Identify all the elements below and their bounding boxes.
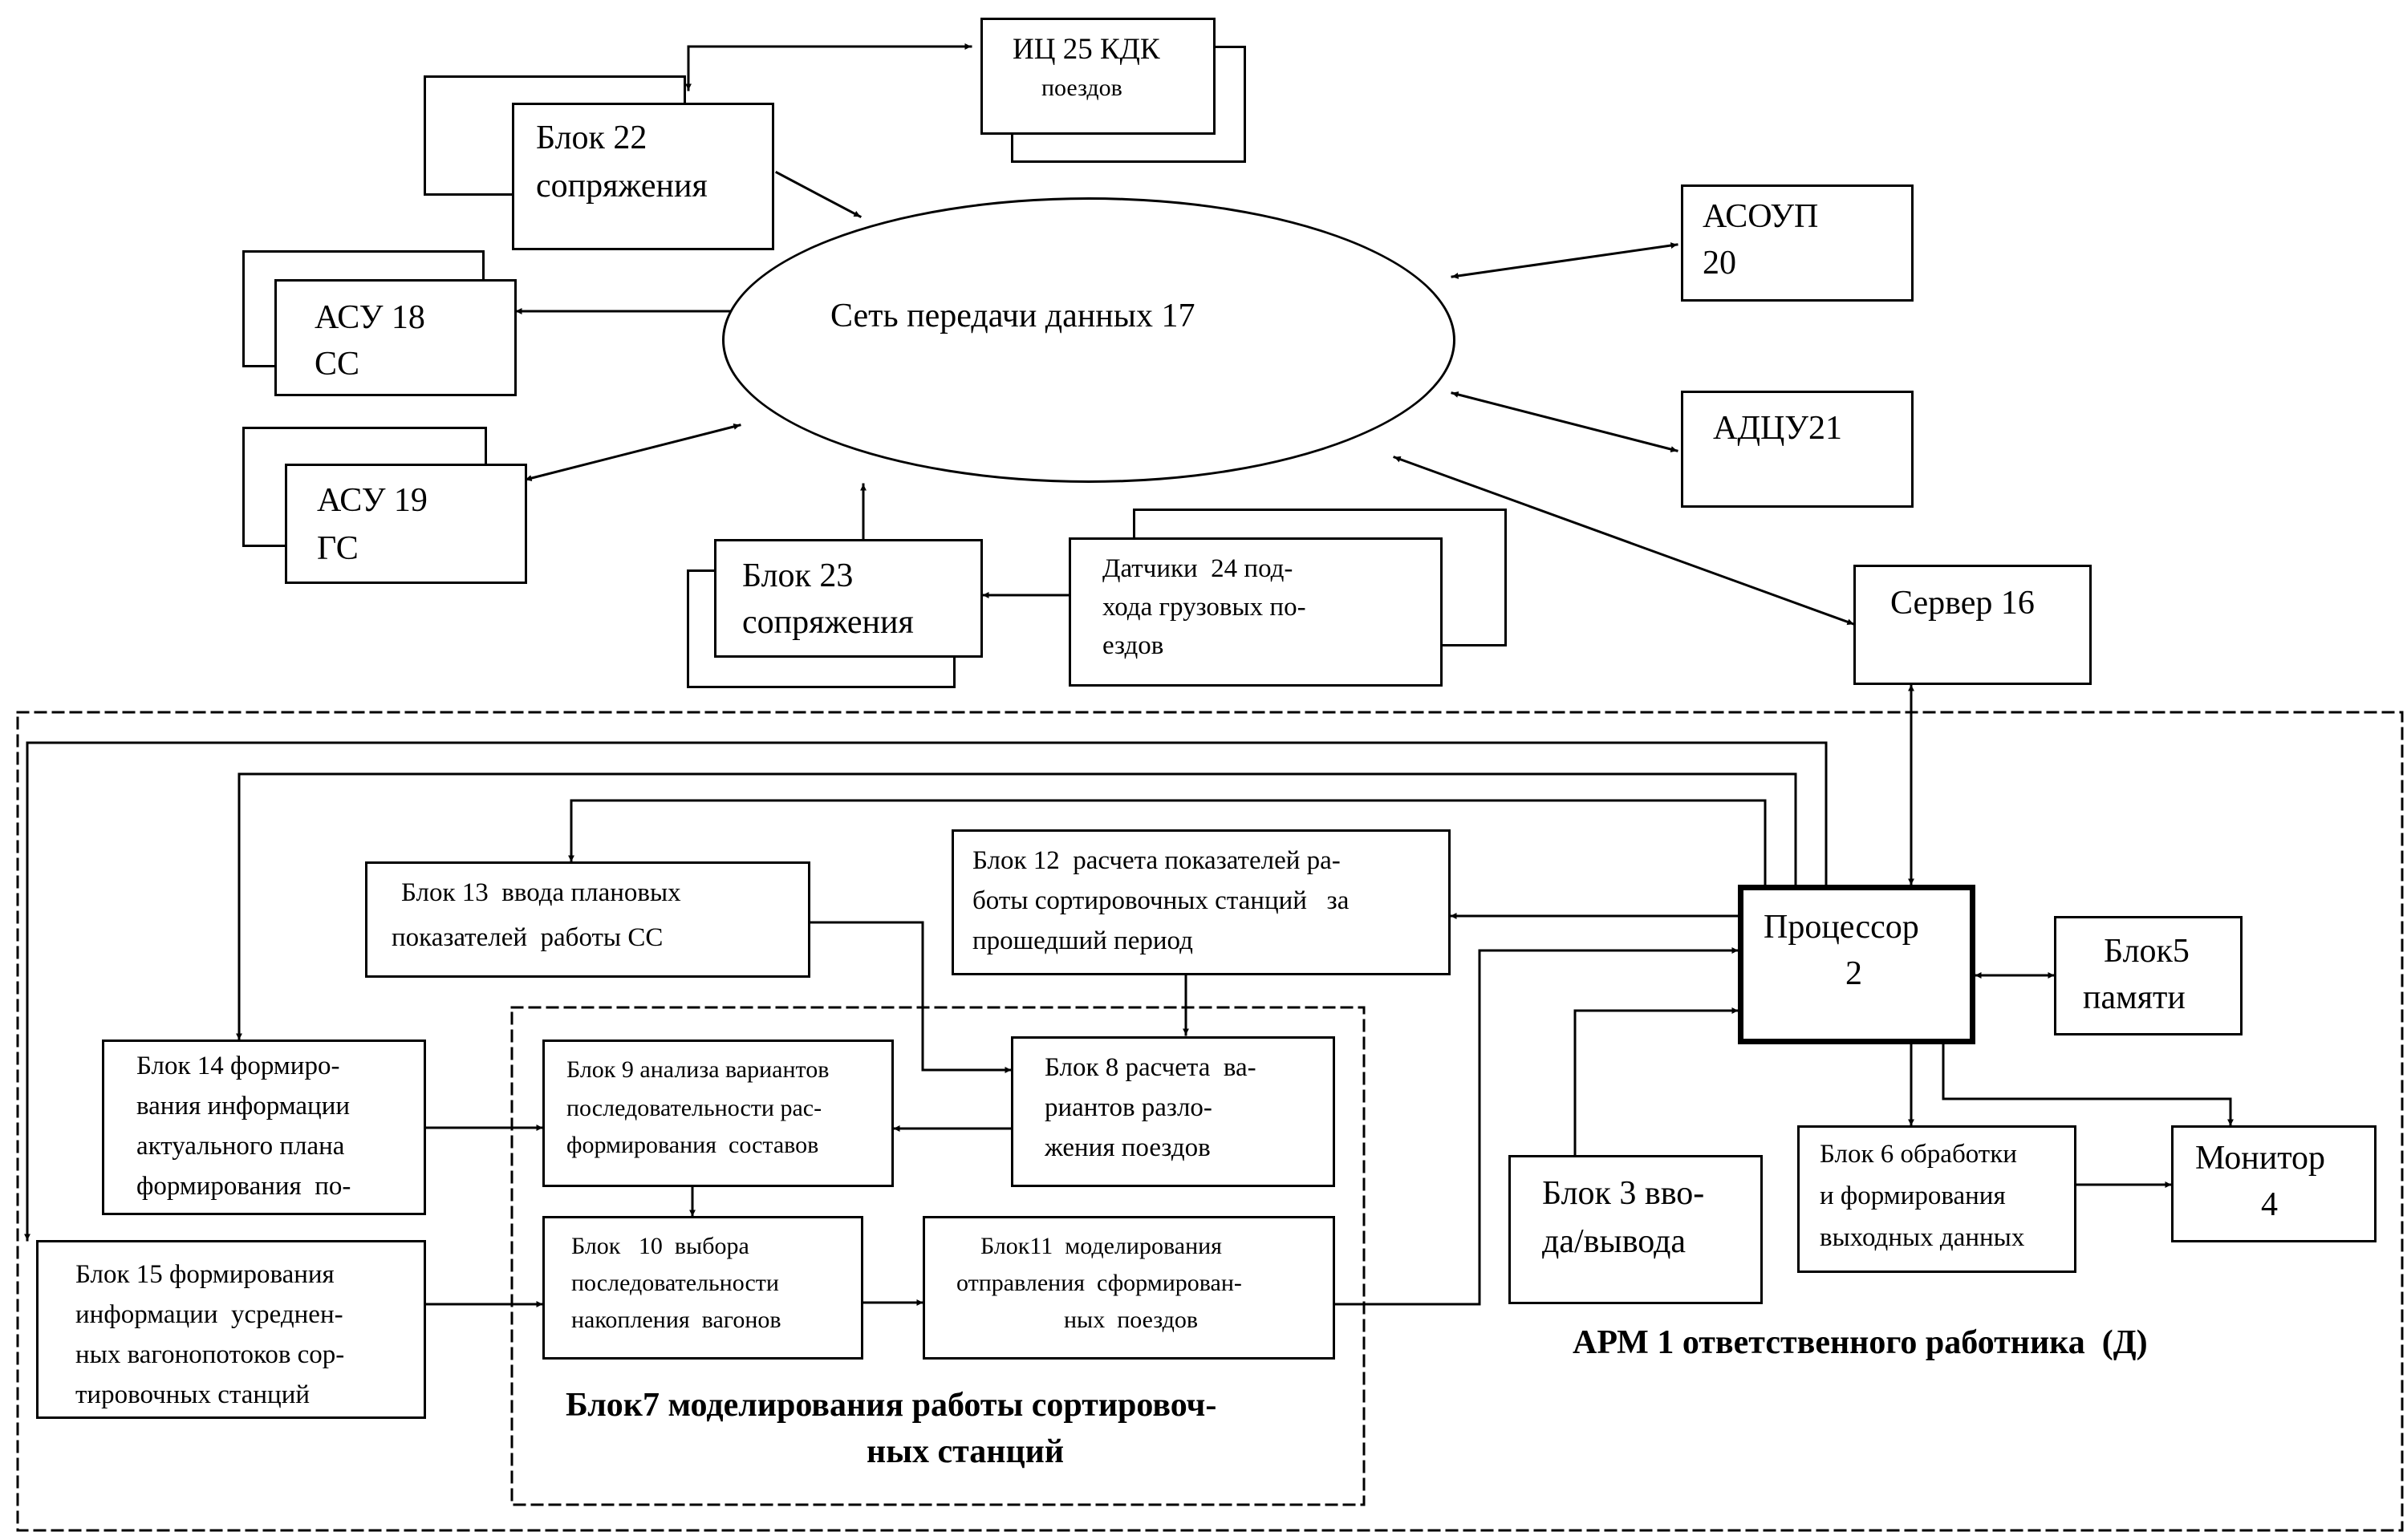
ic25-line2: поездов bbox=[1041, 75, 1122, 101]
sensors-line2: хода грузовых по- bbox=[1102, 593, 1306, 622]
asu18-line1: АСУ 18 bbox=[315, 299, 425, 336]
memory-line1: Блок5 bbox=[2104, 933, 2190, 970]
arrow-b13-b8 bbox=[809, 921, 1013, 1073]
arrow-b22-network bbox=[774, 170, 863, 219]
b14-box bbox=[102, 1040, 426, 1215]
b9-line3: формирования составов bbox=[566, 1132, 819, 1158]
b22-box bbox=[512, 103, 774, 250]
asu19-line2: ГС bbox=[317, 530, 359, 567]
asoup-line1: АСОУП bbox=[1703, 198, 1819, 235]
arrow-asu19-network bbox=[524, 423, 741, 482]
arrow-network-asoup bbox=[1451, 242, 1678, 279]
b15-line1: Блок 15 формирования bbox=[75, 1260, 335, 1289]
b6-line3: выходных данных bbox=[1820, 1223, 2025, 1252]
b3-box bbox=[1508, 1155, 1763, 1304]
b11-line2: отправления сформирован- bbox=[956, 1270, 1242, 1296]
memory-line2: памяти bbox=[2083, 979, 2186, 1016]
arrow-network-adcu bbox=[1451, 391, 1678, 452]
b14-line4: формирования по- bbox=[136, 1172, 351, 1201]
server-box bbox=[1853, 565, 2092, 685]
processor-box bbox=[1738, 885, 1975, 1044]
processor-line1: Процессор bbox=[1764, 909, 1919, 946]
b15-line3: ных вагонопотоков сор- bbox=[75, 1340, 345, 1369]
b12-box bbox=[952, 829, 1451, 975]
asu18-box bbox=[274, 279, 517, 396]
arrow-proc-b13 bbox=[568, 799, 1767, 886]
b12-line3: прошедший период bbox=[972, 926, 1193, 955]
b10-line1: Блок 10 выбора bbox=[571, 1233, 749, 1259]
ic25-box bbox=[980, 18, 1216, 135]
block7-caption-line1: Блок7 моделирования работы сортировоч- bbox=[566, 1387, 1217, 1424]
adcu-line1: АДЦУ21 bbox=[1713, 410, 1843, 447]
server-line1: Сервер 16 bbox=[1890, 585, 2035, 622]
arrow-b3-proc bbox=[1573, 1007, 1739, 1157]
b6-line2: и формирования bbox=[1820, 1181, 2006, 1210]
b14-line3: актуального плана bbox=[136, 1132, 345, 1161]
arrow-proc-monitor bbox=[1942, 1043, 2234, 1127]
network-ellipse bbox=[722, 197, 1455, 483]
b6-box bbox=[1797, 1125, 2076, 1273]
b15-line4: тировочных станций bbox=[75, 1380, 311, 1409]
b22-line1: Блок 22 bbox=[536, 120, 647, 156]
b22-line2: сопряжения bbox=[536, 168, 708, 205]
arm-frame bbox=[16, 711, 2404, 1532]
monitor-line2: 4 bbox=[2261, 1186, 2278, 1223]
b10-line3: накопления вагонов bbox=[571, 1307, 781, 1333]
asoup-line2: 20 bbox=[1703, 245, 1736, 282]
arrow-b22-ic25 bbox=[685, 43, 972, 91]
b11-line3: ных поездов bbox=[1064, 1307, 1199, 1333]
b23-line1: Блок 23 bbox=[742, 557, 854, 594]
processor-line2: 2 bbox=[1845, 955, 1862, 992]
ic25-line1: ИЦ 25 КДК bbox=[1013, 33, 1160, 66]
b3-line2: да/вывода bbox=[1542, 1223, 1687, 1260]
b13-box bbox=[365, 861, 810, 978]
sensors-box bbox=[1069, 537, 1443, 687]
monitor-line1: Монитор bbox=[2195, 1140, 2326, 1177]
asu19-line1: АСУ 19 bbox=[317, 482, 428, 519]
arrow-b11-proc bbox=[1333, 947, 1739, 1306]
b9-line2: последовательности рас- bbox=[566, 1095, 822, 1121]
b11-box bbox=[923, 1216, 1335, 1360]
b9-line1: Блок 9 анализа вариантов bbox=[566, 1056, 830, 1083]
b15-line2: информации усреднен- bbox=[75, 1300, 343, 1329]
b10-box bbox=[542, 1216, 863, 1360]
arrow-proc-b14 bbox=[236, 772, 1797, 1041]
b23-box bbox=[714, 539, 983, 658]
b12-line1: Блок 12 расчета показателей ра- bbox=[972, 846, 1341, 875]
asu18-line2: СС bbox=[315, 346, 360, 383]
b14-line2: вания информации bbox=[136, 1092, 351, 1121]
b13-line1: Блок 13 ввода плановых bbox=[401, 878, 681, 907]
b23-line2: сопряжения bbox=[742, 604, 914, 641]
memory-box bbox=[2054, 916, 2243, 1035]
b3-line1: Блок 3 вво- bbox=[1542, 1175, 1705, 1212]
network-label: Сеть передачи данных 17 bbox=[830, 298, 1195, 334]
sensors-line3: ездов bbox=[1102, 631, 1164, 660]
arm-caption: АРМ 1 ответственного работника (Д) bbox=[1573, 1324, 2148, 1361]
arrow-network-server bbox=[1393, 456, 1855, 626]
asu19-box bbox=[285, 464, 527, 584]
b12-line2: боты сортировочных станций за bbox=[972, 886, 1350, 915]
sensors-line1: Датчики 24 под- bbox=[1102, 554, 1293, 583]
b11-line1: Блок11 моделирования bbox=[980, 1233, 1222, 1259]
block7-frame bbox=[510, 1006, 1366, 1506]
b13-line2: показателей работы СС bbox=[392, 923, 664, 952]
b10-line2: последовательности bbox=[571, 1270, 779, 1296]
adcu-box bbox=[1681, 391, 1914, 508]
b6-line1: Блок 6 обработки bbox=[1820, 1140, 2017, 1169]
b9-box bbox=[542, 1040, 894, 1187]
b15-box bbox=[36, 1240, 426, 1419]
b14-line1: Блок 14 формиро- bbox=[136, 1052, 340, 1080]
b8-box bbox=[1011, 1036, 1335, 1187]
b8-line2: риантов разло- bbox=[1045, 1093, 1212, 1122]
b8-line3: жения поездов bbox=[1045, 1133, 1211, 1162]
block7-caption-line2: ных станций bbox=[867, 1433, 1065, 1470]
monitor-box bbox=[2171, 1125, 2377, 1242]
b8-line1: Блок 8 расчета ва- bbox=[1045, 1053, 1256, 1082]
asoup-box bbox=[1681, 184, 1914, 302]
arrow-proc-b15 bbox=[24, 741, 1828, 1242]
